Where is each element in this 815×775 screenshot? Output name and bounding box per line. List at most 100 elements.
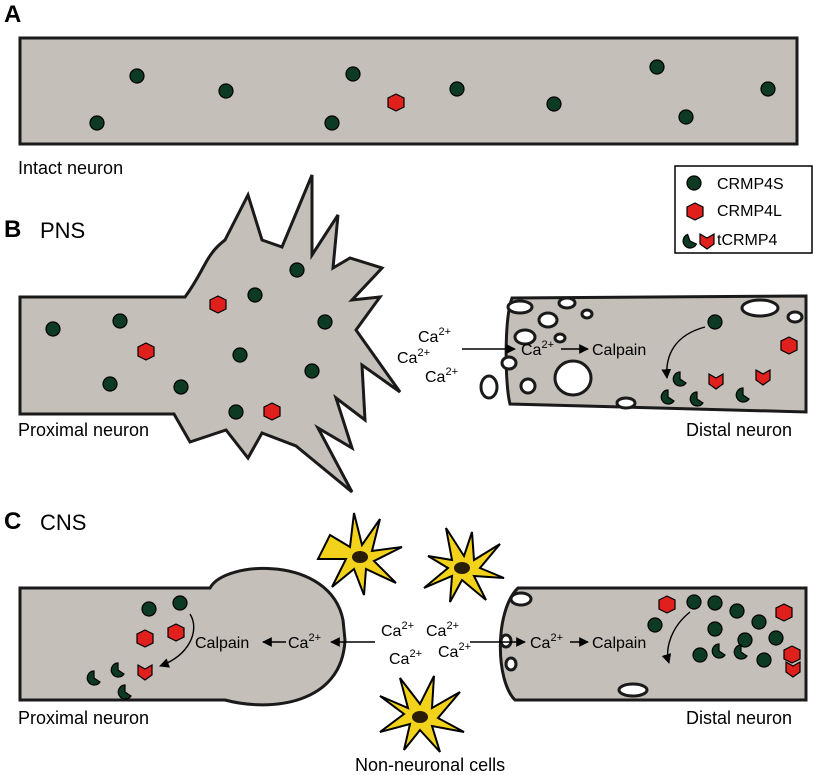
- crmp4s-marker: [647, 617, 663, 633]
- panel-c-title: CNS: [40, 510, 86, 535]
- crmp4s-marker: [129, 68, 145, 84]
- crmp4l-marker: [136, 629, 154, 648]
- crmp4s-marker: [678, 109, 694, 125]
- glia-cell: [379, 675, 465, 753]
- cns-proximal-markers: [86, 595, 188, 700]
- crmp4l-marker: [167, 623, 185, 642]
- tcrmp4-fragment: [711, 643, 726, 659]
- pns-proximal-growth-cone: [18, 174, 402, 494]
- crmp4l-marker: [658, 595, 676, 614]
- crmp4l-marker: [209, 295, 227, 314]
- legend-tcrmp4-swatch-green: [682, 233, 698, 249]
- crmp4s-marker: [686, 594, 702, 610]
- crmp4s-marker: [760, 81, 776, 97]
- tcrmp4-fragment: [117, 684, 132, 700]
- pns-distal-vacuoles: [479, 296, 804, 410]
- crmp4s-marker: [707, 621, 723, 637]
- tcrmp4-fragment: [110, 662, 125, 678]
- svg-text:Ca2+: Ca2+: [530, 632, 563, 652]
- cns-calcium-labels: Calpain Ca2+ Ca2+ Ca2+ Ca2+ Ca2+ Ca2+ Ca…: [195, 620, 646, 668]
- crmp4s-marker: [317, 314, 333, 330]
- cns-distal-vacuoles: [499, 591, 649, 698]
- panel-c-letter: C: [4, 508, 21, 535]
- tcrmp4-fragment: [660, 389, 675, 405]
- pns-distal-markers: [660, 314, 798, 407]
- tcrmp4-fragment: [735, 387, 750, 403]
- crmp4s-marker: [247, 287, 263, 303]
- pns-cleavage-arrow: [661, 326, 706, 379]
- tcrmp4-fragment: [672, 371, 687, 387]
- legend-crmp4l-label: CRMP4L: [717, 203, 782, 220]
- crmp4s-marker: [649, 59, 665, 75]
- intact-neuron-axon: [18, 36, 799, 146]
- intact-crmp4s-markers: [89, 59, 776, 131]
- tcrmp4-fragment: [708, 372, 724, 390]
- crmp4s-marker: [304, 363, 320, 379]
- crmp4s-marker: [751, 614, 767, 630]
- crmp4s-marker: [324, 115, 340, 131]
- svg-text:Calpain: Calpain: [592, 342, 646, 359]
- crmp4l-marker: [780, 336, 798, 355]
- crmp4s-marker: [218, 83, 234, 99]
- glia-cell: [423, 527, 505, 603]
- crmp4s-marker: [232, 347, 248, 363]
- glia-caption: Non-neuronal cells: [355, 755, 505, 775]
- panel-b-letter: B: [4, 216, 21, 243]
- cns-distal-cleavage-arrow: [661, 611, 691, 664]
- crmp4s-marker: [756, 652, 772, 668]
- crmp4s-marker: [707, 314, 723, 330]
- tcrmp4-fragment: [785, 660, 801, 678]
- svg-text:Ca2+: Ca2+: [426, 620, 459, 640]
- legend-crmp4s-label: CRMP4S: [717, 176, 784, 193]
- svg-text:Ca2+: Ca2+: [389, 648, 422, 668]
- svg-text:Ca2+: Ca2+: [418, 326, 451, 346]
- crmp4s-marker: [141, 601, 157, 617]
- cns-distal-caption: Distal neuron: [686, 708, 792, 728]
- crmp4l-marker: [775, 603, 793, 622]
- svg-text:Ca2+: Ca2+: [425, 366, 458, 386]
- crmp4l-marker: [263, 402, 281, 421]
- pns-calcium-labels: Ca2+ Ca2+ Ca2+ Ca2+ Calpain: [397, 326, 646, 386]
- crmp4s-marker: [768, 630, 784, 646]
- crmp4s-marker: [228, 404, 244, 420]
- legend-crmp4l-swatch: [686, 202, 704, 221]
- crmp4l-marker: [137, 342, 155, 361]
- pns-proximal-caption: Proximal neuron: [18, 420, 149, 440]
- legend-crmp4s-swatch: [686, 175, 702, 191]
- crmp4s-marker: [692, 647, 708, 663]
- crmp4s-marker: [707, 595, 723, 611]
- intact-neuron-caption: Intact neuron: [18, 158, 123, 178]
- svg-text:Ca2+: Ca2+: [521, 339, 554, 359]
- svg-text:Ca2+: Ca2+: [438, 641, 471, 661]
- crmp4s-marker: [172, 595, 188, 611]
- crmp4s-marker: [449, 81, 465, 97]
- crmp4l-marker: [387, 93, 405, 112]
- crmp4s-marker: [546, 96, 562, 112]
- cns-distal-markers: [647, 594, 801, 678]
- panel-a-letter: A: [4, 1, 21, 28]
- crmp4s-marker: [737, 632, 753, 648]
- legend-tcrmp4-label: tCRMP4: [717, 232, 778, 249]
- tcrmp4-fragment: [137, 663, 153, 681]
- legend-tcrmp4-swatch-red: [699, 232, 715, 250]
- glia-cell: [316, 512, 403, 596]
- legend: CRMP4S CRMP4L tCRMP4: [674, 165, 813, 254]
- svg-text:Ca2+: Ca2+: [288, 632, 321, 652]
- tcrmp4-fragment: [86, 670, 101, 686]
- crmp4s-marker: [729, 603, 745, 619]
- crmp4s-marker: [345, 66, 361, 82]
- tcrmp4-fragment: [689, 391, 704, 407]
- svg-text:Ca2+: Ca2+: [397, 347, 430, 367]
- crmp4s-marker: [45, 321, 61, 337]
- crmp4l-marker: [783, 645, 801, 664]
- panel-b-title: PNS: [40, 218, 85, 243]
- pns-proximal-markers: [45, 262, 333, 421]
- crmp4s-marker: [112, 313, 128, 329]
- tcrmp4-fragment: [755, 368, 771, 386]
- cns-proximal-caption: Proximal neuron: [18, 708, 149, 728]
- svg-text:Ca2+: Ca2+: [381, 620, 414, 640]
- cns-proximal-cleavage-arrow: [159, 613, 195, 668]
- crmp4s-marker: [89, 115, 105, 131]
- tcrmp4-fragment: [733, 644, 748, 660]
